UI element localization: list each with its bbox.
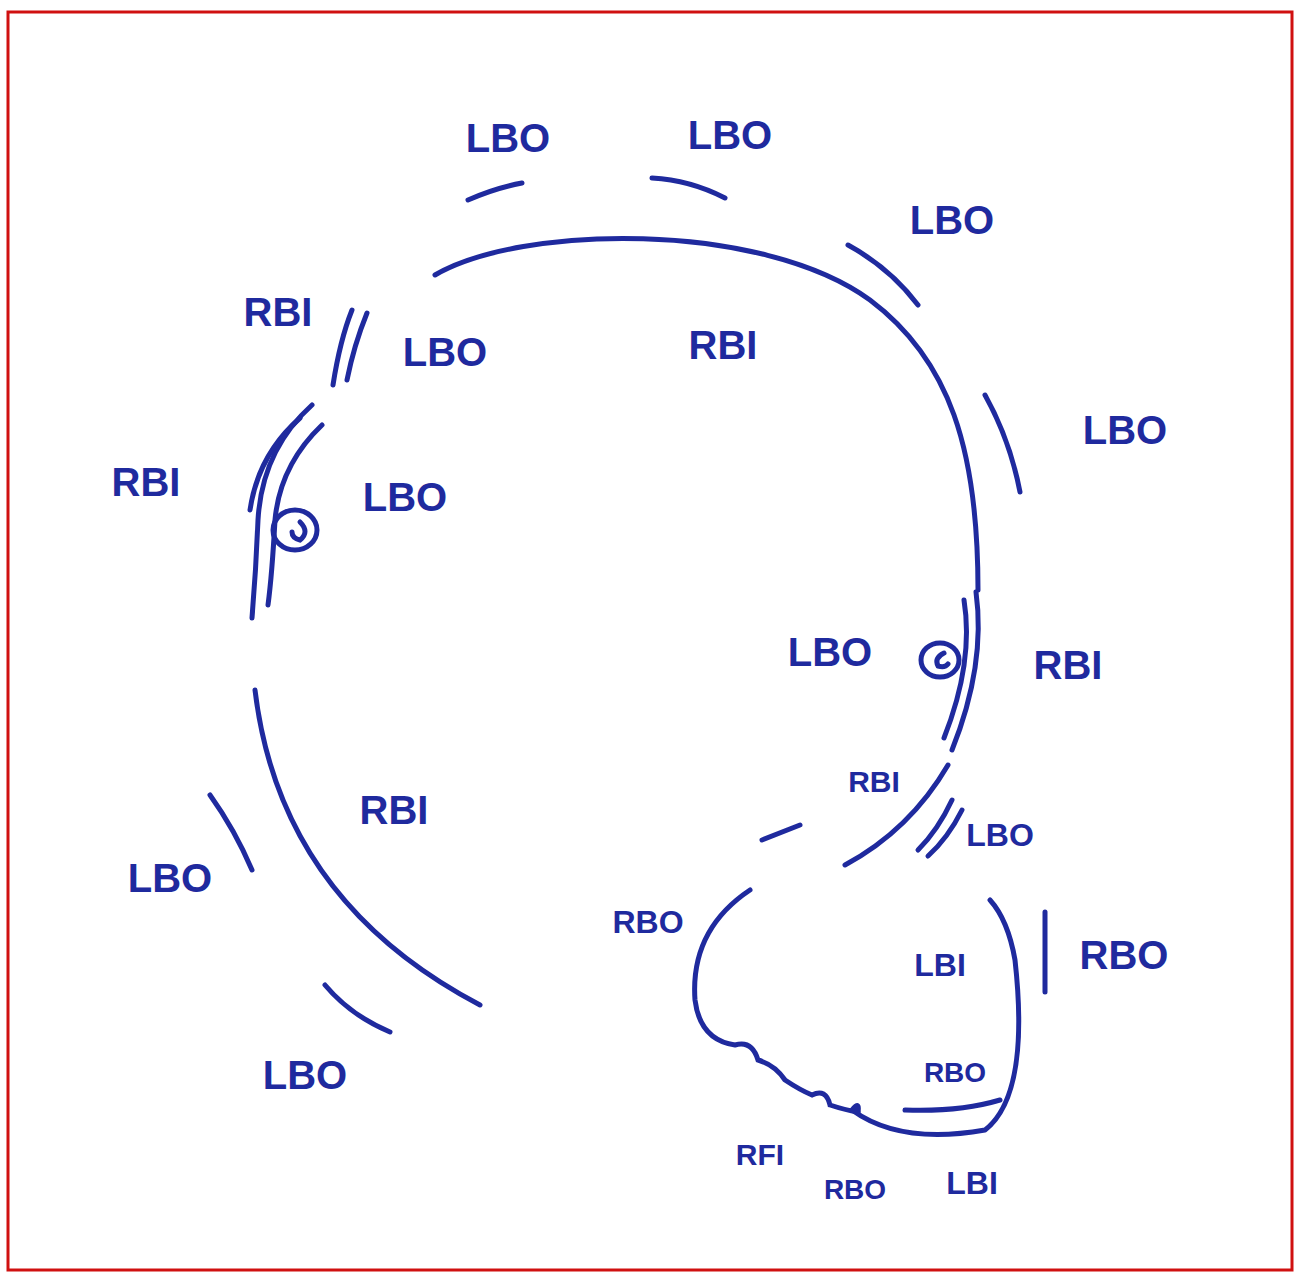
edge-stroke — [848, 245, 918, 305]
edge-label: RBI — [848, 767, 900, 797]
edge-stroke — [652, 178, 725, 198]
edge-label: LBO — [1083, 410, 1167, 450]
loop-curl — [292, 522, 305, 540]
edge-label: RBO — [824, 1176, 886, 1204]
edge-label: LBI — [946, 1167, 998, 1199]
edge-label: LBO — [466, 118, 550, 158]
edge-label: LBO — [788, 632, 872, 672]
edge-label: RBO — [612, 906, 683, 938]
scalloped-edge — [695, 890, 858, 1112]
turn-arc — [250, 418, 300, 510]
loop-curl — [937, 653, 948, 667]
edge-label: RBI — [689, 325, 758, 365]
edge-stroke — [905, 1100, 1000, 1110]
edge-label: LBO — [363, 477, 447, 517]
loop — [273, 510, 317, 550]
edge-label: LBO — [263, 1055, 347, 1095]
edge-stroke — [928, 810, 962, 856]
edge-label: LBO — [403, 332, 487, 372]
edge-label: LBO — [910, 200, 994, 240]
edge-label: RBO — [1080, 935, 1169, 975]
edge-label: LBO — [966, 819, 1034, 851]
edge-label: RBI — [360, 790, 429, 830]
edge-label: RBO — [924, 1059, 986, 1087]
main-arc — [435, 238, 978, 590]
edge-label: LBI — [914, 949, 966, 981]
tracings — [210, 178, 1045, 1135]
edge-stroke — [468, 183, 522, 200]
edge-label: RBI — [244, 292, 313, 332]
turn-arc — [268, 425, 322, 605]
edge-label: RBI — [1034, 645, 1103, 685]
edge-stroke — [347, 313, 367, 380]
lower-arc — [255, 690, 480, 1005]
edge-stroke — [918, 800, 952, 850]
edge-label: LBO — [128, 858, 212, 898]
edge-stroke — [762, 825, 800, 840]
loop — [921, 643, 959, 677]
edge-stroke — [325, 985, 390, 1032]
edge-stroke — [210, 795, 252, 870]
frame — [8, 12, 1292, 1270]
lobe-arc — [852, 900, 1019, 1135]
edge-stroke — [1043, 912, 1048, 992]
edge-stroke — [985, 395, 1020, 492]
edge-label: RBI — [112, 462, 181, 502]
edge-label: RFI — [736, 1140, 784, 1170]
edge-label: LBO — [688, 115, 772, 155]
